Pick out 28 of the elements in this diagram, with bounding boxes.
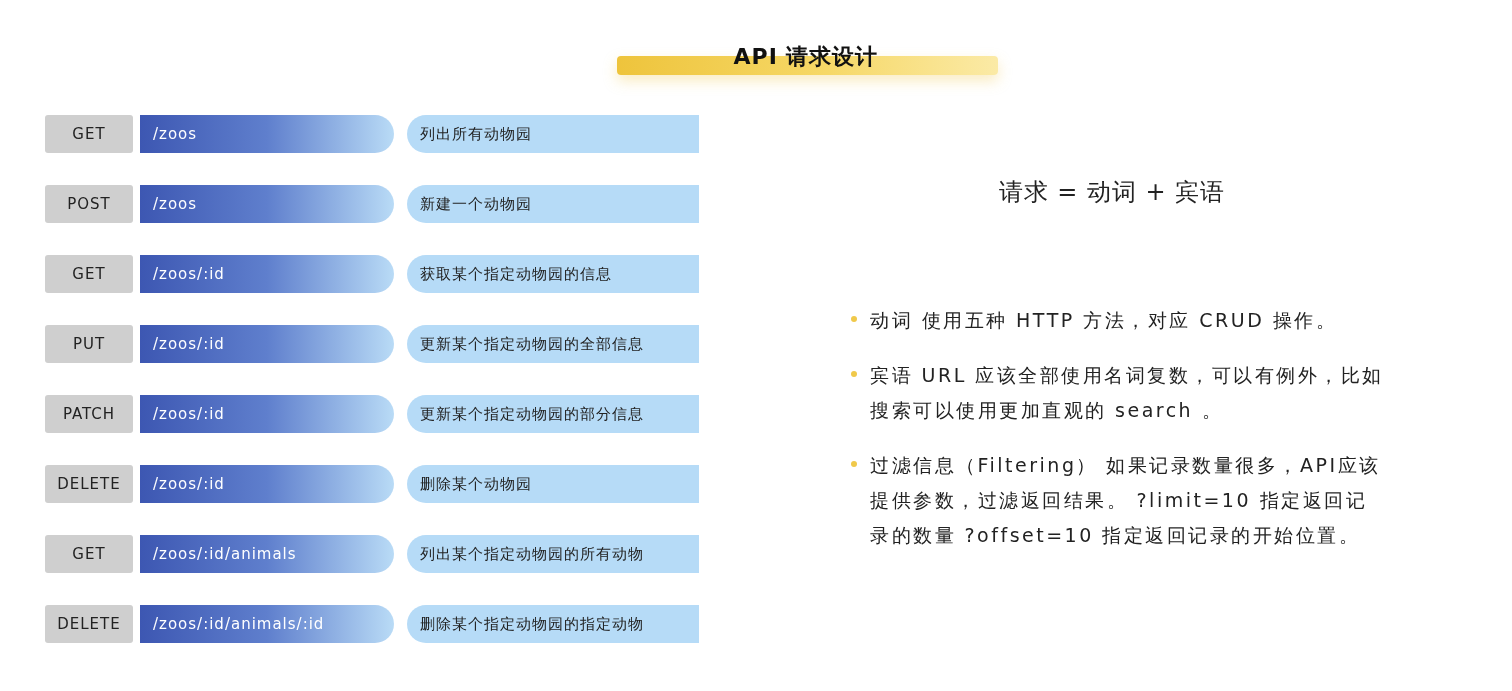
- method-tag: POST: [45, 185, 133, 223]
- formula-text: 请求 = 动词 + 宾语: [997, 177, 1227, 208]
- method-tag: DELETE: [45, 605, 133, 643]
- bullet-text: 过滤信息（Filtering） 如果记录数量很多，API应该提供参数，过滤返回结果。 ?limit=10 指定返回记录的数量 ?offset=10 指定返回记录的开始位置。: [870, 453, 1382, 548]
- description-bar: 新建一个动物园: [407, 185, 699, 223]
- path-bar: /zoos: [140, 185, 394, 223]
- path-bar: /zoos/:id: [140, 255, 394, 293]
- description-bar: 获取某个指定动物园的信息: [407, 255, 699, 293]
- path-bar: /zoos/:id/animals/:id: [140, 605, 394, 643]
- description-bar: 删除某个指定动物园的指定动物: [407, 605, 699, 643]
- path-bar: /zoos/:id/animals: [140, 535, 394, 573]
- path-bar: /zoos/:id: [140, 395, 394, 433]
- description-bar: 列出某个指定动物园的所有动物: [407, 535, 699, 573]
- path-bar: /zoos: [140, 115, 394, 153]
- bullet-text: 宾语 URL 应该全部使用名词复数，可以有例外，比如搜索可以使用更加直观的 search 。: [870, 363, 1385, 423]
- method-tag: GET: [45, 115, 133, 153]
- method-tag: GET: [45, 255, 133, 293]
- bullet-text: 动词 使用五种 HTTP 方法，对应 CRUD 操作。: [870, 308, 1339, 333]
- description-bar: 更新某个指定动物园的全部信息: [407, 325, 699, 363]
- description-bar: 删除某个动物园: [407, 465, 699, 503]
- path-bar: /zoos/:id: [140, 465, 394, 503]
- description-bar: 列出所有动物园: [407, 115, 699, 153]
- method-tag: PATCH: [45, 395, 133, 433]
- path-bar: /zoos/:id: [140, 325, 394, 363]
- description-bar: 更新某个指定动物园的部分信息: [407, 395, 699, 433]
- method-tag: GET: [45, 535, 133, 573]
- method-tag: DELETE: [45, 465, 133, 503]
- method-tag: PUT: [45, 325, 133, 363]
